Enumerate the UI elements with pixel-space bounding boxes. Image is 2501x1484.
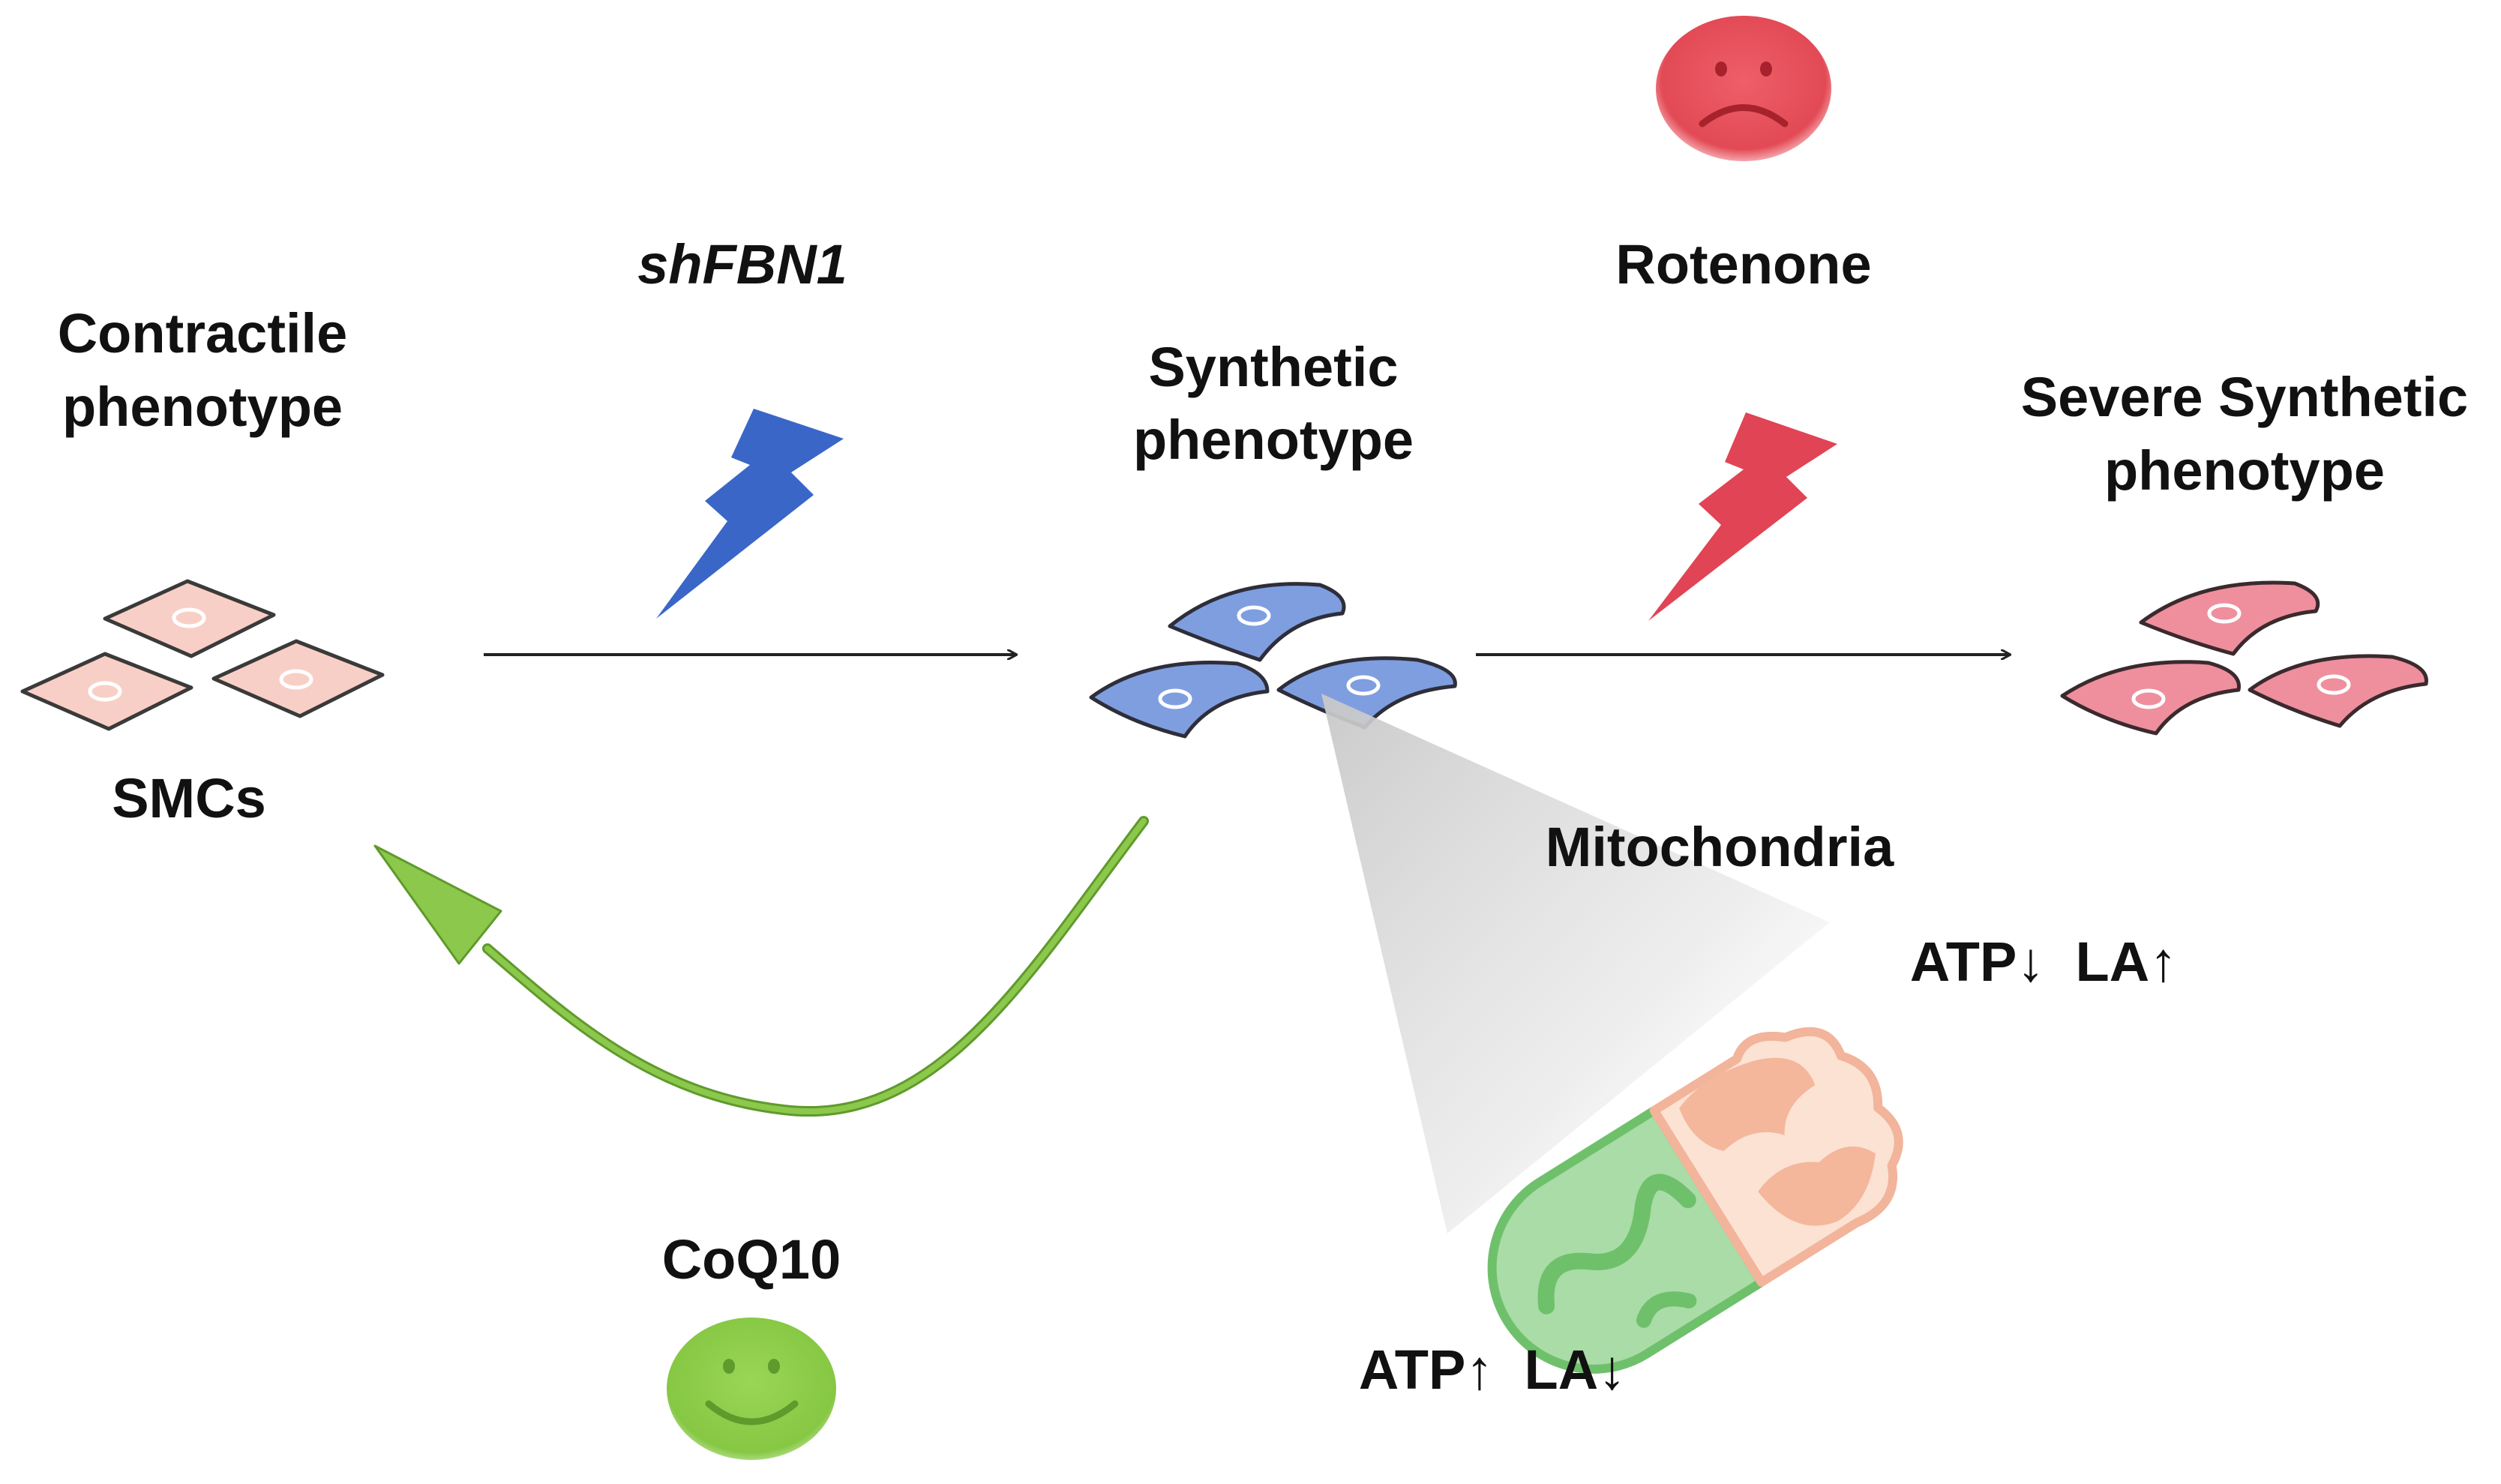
severe-cell-right xyxy=(2248,654,2428,728)
severe-cell-left xyxy=(2060,660,2241,736)
blue-bolt-icon xyxy=(656,409,844,619)
synthetic-cell-left xyxy=(1089,660,1270,739)
severe-cell-top xyxy=(2139,580,2320,656)
atp-down-la-up-label: ATP↓ LA↑ xyxy=(1910,931,2177,993)
coq10-label: CoQ10 xyxy=(662,1228,841,1291)
sad-face-icon xyxy=(1656,16,1831,161)
severe-synthetic-smc-cells xyxy=(2060,580,2428,736)
mitochondria-label: Mitochondria xyxy=(1546,816,1894,878)
shfbn1-label: shFBN1 xyxy=(637,233,847,295)
happy-face-icon xyxy=(667,1318,836,1460)
contractile-label-line1: Contractile xyxy=(58,302,348,364)
synthetic-smc-cells xyxy=(1089,582,1457,739)
contractile-cell-top xyxy=(103,579,276,658)
synthetic-cell-top xyxy=(1168,582,1346,662)
synthetic-label-line2: phenotype xyxy=(1133,409,1414,471)
coq10-rescue-arrow xyxy=(373,816,1149,1117)
contractile-label-line2: phenotype xyxy=(62,376,343,438)
severe-label-line2: phenotype xyxy=(2104,439,2385,502)
magnification-cone xyxy=(1321,694,1830,1234)
atp-up-la-down-label: ATP↑ LA↓ xyxy=(1359,1339,1626,1401)
smcs-label: SMCs xyxy=(112,767,266,829)
mitochondrion-icon xyxy=(1487,1027,1903,1374)
rotenone-label: Rotenone xyxy=(1615,233,1871,295)
contractile-cell-right xyxy=(211,639,385,718)
contractile-cell-left xyxy=(20,652,193,731)
severe-label-line1: Severe Synthetic xyxy=(2021,366,2468,428)
contractile-smc-cells xyxy=(20,579,385,731)
red-bolt-icon xyxy=(1648,412,1837,621)
synthetic-label-line1: Synthetic xyxy=(1148,336,1398,398)
